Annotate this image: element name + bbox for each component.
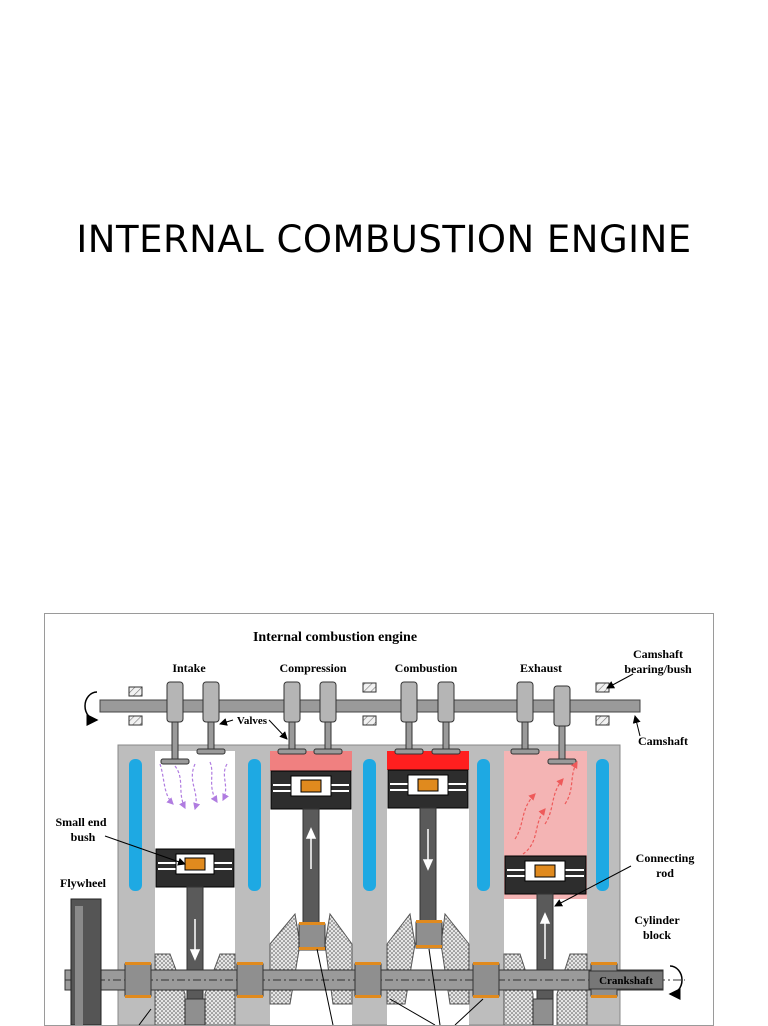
stroke-direction-arrows bbox=[189, 827, 551, 961]
valves bbox=[160, 721, 577, 765]
label-connecting-rod-2: rod bbox=[656, 866, 674, 880]
label-camshaft: Camshaft bbox=[638, 734, 688, 748]
engine-diagram: Internal combustion engine Intake Compre… bbox=[44, 613, 714, 1026]
label-combustion: Combustion bbox=[395, 661, 458, 675]
label-valves: Valves bbox=[237, 715, 268, 727]
exhaust-flow bbox=[514, 760, 578, 855]
piston-compression bbox=[270, 770, 352, 810]
engine-diagram-svg: Internal combustion engine Intake Compre… bbox=[55, 630, 695, 1025]
piston-intake bbox=[155, 848, 235, 888]
flywheel bbox=[70, 898, 102, 1025]
piston-exhaust bbox=[504, 855, 587, 895]
main-bearings bbox=[124, 962, 618, 998]
label-small-end-1: Small end bbox=[55, 815, 106, 829]
crankpin-bushes bbox=[299, 920, 442, 950]
crankshaft-label-box bbox=[588, 970, 664, 990]
label-crankshaft: Crankshaft bbox=[599, 975, 653, 987]
crankpins bbox=[184, 921, 554, 1025]
cam-lobes bbox=[166, 681, 571, 727]
coolant-channel-2 bbox=[248, 759, 261, 891]
label-compression: Compression bbox=[279, 661, 346, 675]
label-exhaust: Exhaust bbox=[520, 661, 562, 675]
compression-charge bbox=[270, 751, 352, 771]
label-cylinder-block-1: Cylinder bbox=[634, 913, 680, 927]
coolant-channel-1 bbox=[129, 759, 142, 891]
coolant-channel-5 bbox=[596, 759, 609, 891]
label-camshaft-bearing-1: Camshaft bbox=[633, 647, 683, 661]
intake-airflow bbox=[159, 761, 229, 811]
label-small-end-2: bush bbox=[71, 830, 96, 844]
crankshaft-rotation-icon bbox=[668, 965, 683, 1000]
camshaft-rotation-icon bbox=[84, 691, 99, 726]
camshaft-bearings bbox=[128, 682, 610, 726]
piston-combustion bbox=[387, 769, 469, 809]
diagram-heading: Internal combustion engine bbox=[253, 630, 417, 645]
camshaft bbox=[99, 699, 641, 713]
label-flywheel: Flywheel bbox=[60, 876, 107, 890]
slide-title: INTERNAL COMBUSTION ENGINE bbox=[76, 218, 692, 261]
label-intake: Intake bbox=[172, 661, 206, 675]
label-connecting-rod-1: Connecting bbox=[636, 851, 695, 865]
combustion-charge bbox=[387, 751, 469, 770]
coolant-channel-3 bbox=[363, 759, 376, 891]
label-camshaft-bearing-2: bearing/bush bbox=[624, 662, 692, 676]
leader-lines bbox=[104, 673, 641, 1025]
label-cylinder-block-2: block bbox=[643, 928, 671, 942]
coolant-channel-4 bbox=[477, 759, 490, 891]
